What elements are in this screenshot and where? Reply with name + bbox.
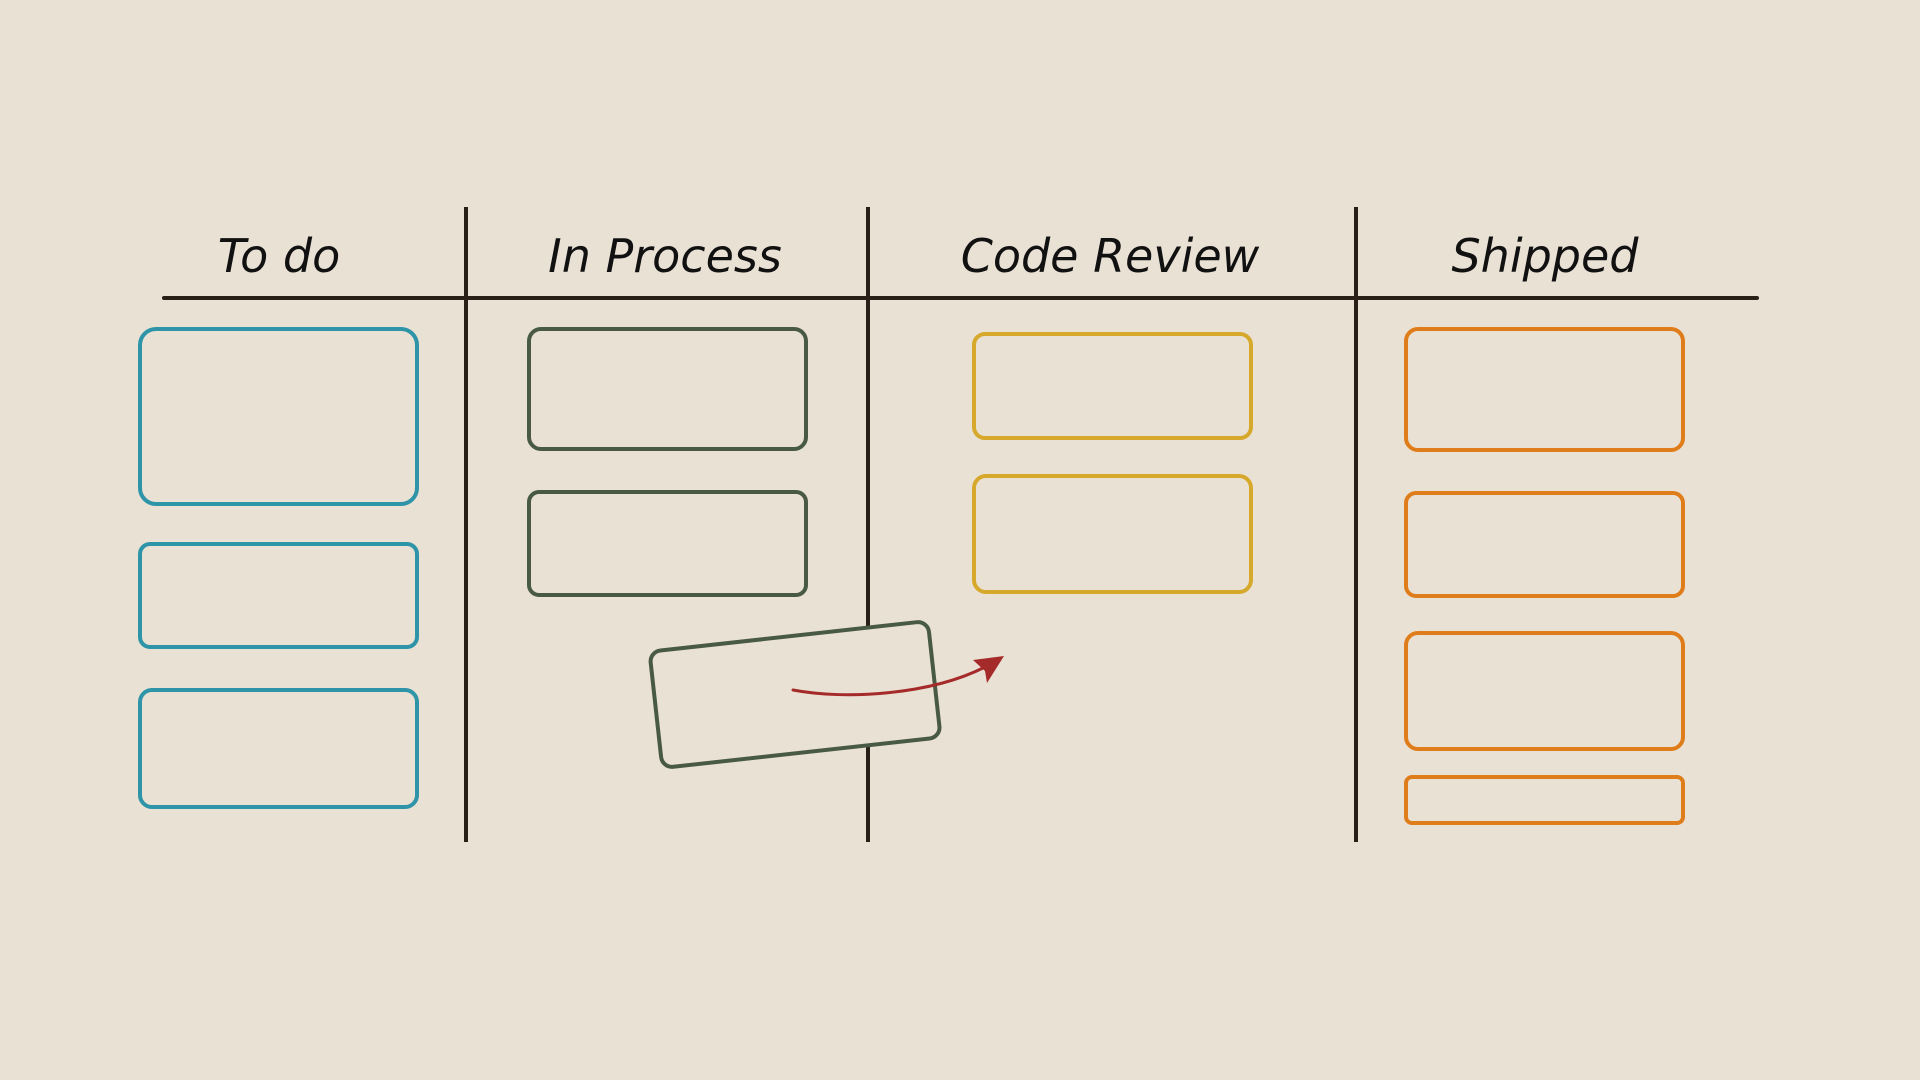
- column-title-shipped: Shipped: [1451, 229, 1639, 283]
- column-code-review: [972, 332, 1253, 594]
- drag-direction-arrow: [791, 665, 987, 697]
- column-shipped: [1404, 327, 1685, 825]
- card[interactable]: [1404, 775, 1685, 825]
- arrowhead-icon: [973, 656, 1004, 683]
- card[interactable]: [138, 542, 419, 649]
- card[interactable]: [138, 688, 419, 809]
- card[interactable]: [138, 327, 419, 506]
- card[interactable]: [527, 490, 808, 597]
- column-in-process: [527, 327, 808, 597]
- column-title-todo: To do: [218, 229, 341, 283]
- column-title-in-process: In Process: [548, 229, 782, 283]
- card[interactable]: [1404, 491, 1685, 598]
- column-title-code-review: Code Review: [961, 229, 1260, 283]
- column-todo: [138, 327, 419, 809]
- card[interactable]: [527, 327, 808, 451]
- card[interactable]: [1404, 631, 1685, 751]
- dragging-card[interactable]: [648, 620, 942, 769]
- card[interactable]: [1404, 327, 1685, 452]
- card[interactable]: [972, 332, 1253, 440]
- card[interactable]: [972, 474, 1253, 594]
- dragging-card-group: [648, 620, 1004, 769]
